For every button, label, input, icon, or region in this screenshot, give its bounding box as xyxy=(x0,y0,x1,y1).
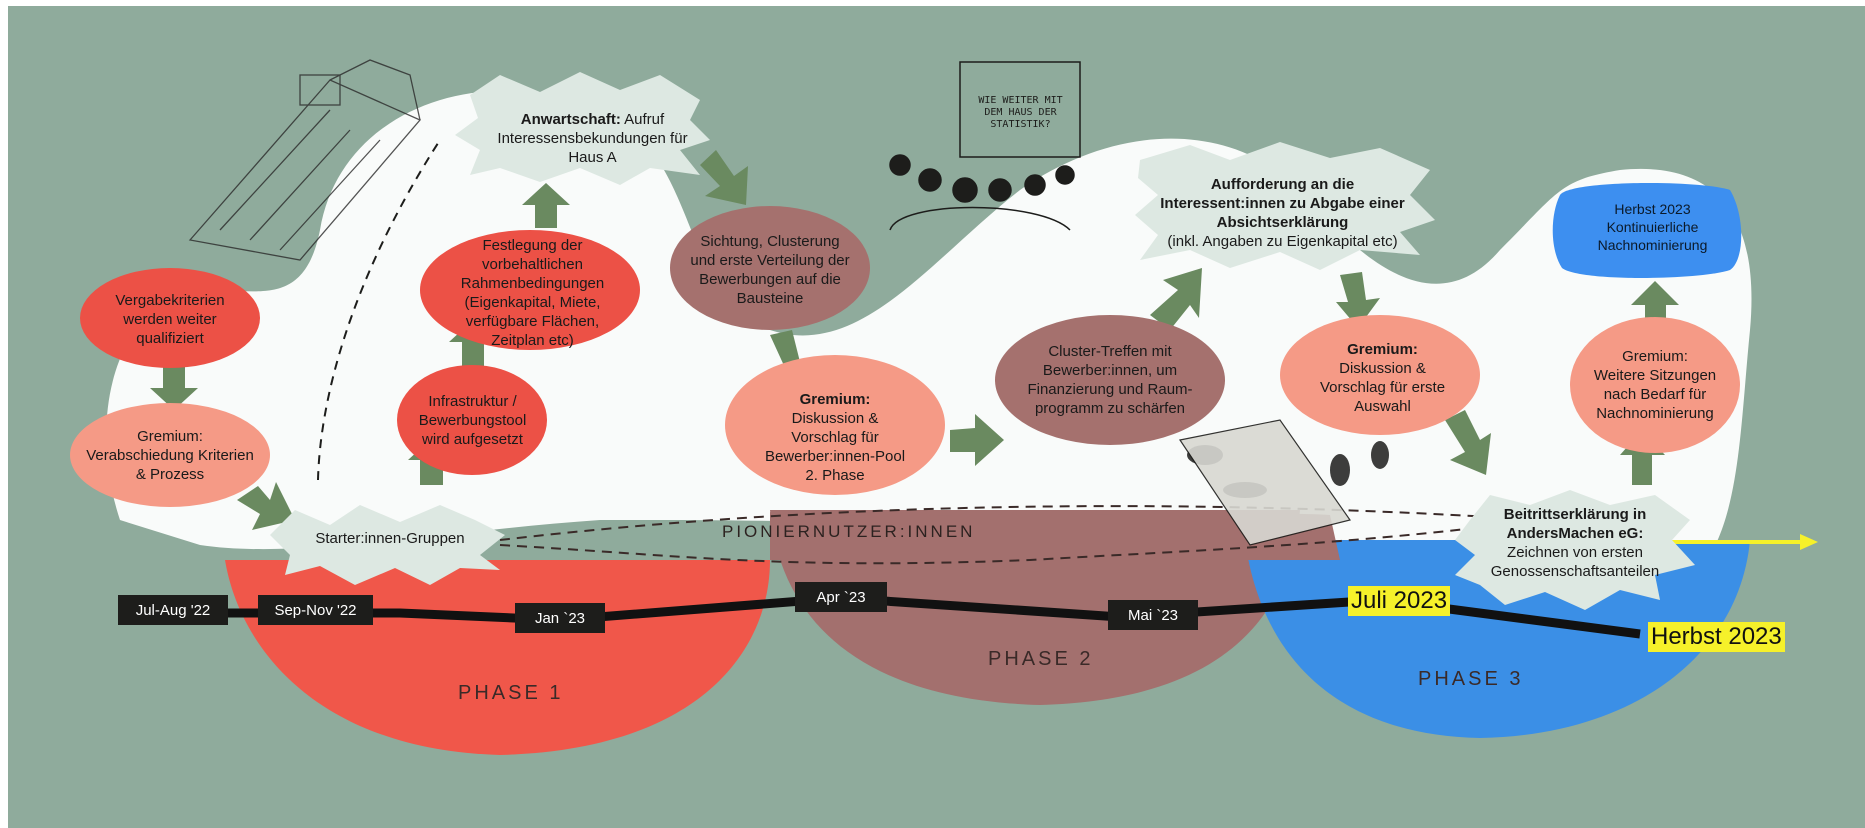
arrow-5 xyxy=(522,183,570,228)
node-sichtung: Sichtung, Clusterung und erste Verteilun… xyxy=(680,225,860,315)
highlight-herbst-2023: Herbst 2023 xyxy=(1648,622,1785,652)
node-sichtung-text: Sichtung, Clusterung und erste Verteilun… xyxy=(690,233,850,307)
node-cluster: Cluster-Treffen mit Bewerber:innen, um F… xyxy=(1005,335,1215,425)
date-mai-23: Mai `23 xyxy=(1108,600,1198,630)
node-aufforderung-text: (inkl. Angaben zu Eigenkapital etc) xyxy=(1167,232,1398,250)
highlight-juli-2023: Juli 2023 xyxy=(1348,586,1451,616)
collage-image xyxy=(1179,419,1351,546)
node-beitritt-text: Zeichnen von ersten Genossenschaftsantei… xyxy=(1490,543,1660,580)
site-sketch xyxy=(188,59,422,261)
blob-shapes xyxy=(70,72,1742,610)
phase3-label: PHASE 3 xyxy=(1418,668,1524,690)
node-vergabekriterien-text: Vergabekriterien werden weiter qualifizi… xyxy=(115,291,225,347)
phase2-label: PHASE 2 xyxy=(988,648,1094,670)
blob-infra xyxy=(397,365,547,475)
node-anwartschaft: Anwartschaft: Aufruf Interessensbekundun… xyxy=(485,100,700,170)
arrow-2 xyxy=(237,482,295,530)
blob-sichtung xyxy=(670,206,870,330)
node-gremium-pool: Gremium: Diskussion & Vorschlag für Bewe… xyxy=(750,385,920,490)
blob-anwartschaft xyxy=(455,72,710,185)
blob-festlegung xyxy=(420,230,640,350)
arrow-6 xyxy=(700,150,748,205)
node-gremium3-title: Gremium: xyxy=(1347,340,1418,358)
meeting-board-text: WIE WEITER MIT DEM HAUS DER STATISTIK? xyxy=(978,95,1063,130)
blob-beitritt xyxy=(1455,490,1695,610)
node-gremium2-title: Gremium: xyxy=(799,391,871,408)
node-beitritt-bold: Beitrittserklärung in AndersMachen eG: xyxy=(1503,505,1647,542)
node-aufforderung-bold: Aufforderung an die Interessent:innen zu… xyxy=(1160,175,1405,231)
blob-aufforderung xyxy=(1135,142,1435,270)
arrow-1 xyxy=(150,360,198,410)
dashed-line-lower xyxy=(499,519,1541,565)
arrow-8 xyxy=(950,414,1004,466)
phase1-label: PHASE 1 xyxy=(458,682,564,704)
node-gremium2-text: Diskussion & Vorschlag für Bewerber:inne… xyxy=(764,410,906,484)
node-festlegung: Festlegung der vorbehaltlichen Rahmenbed… xyxy=(430,237,635,349)
arrow-11 xyxy=(1445,410,1491,475)
node-infrastruktur: Infrastruktur / Bewerbungstool wird aufg… xyxy=(405,375,540,465)
node-herbst-text: Kontinuierliche Nachnominierung xyxy=(1597,219,1708,253)
node-anwartschaft-bold: Anwartschaft: xyxy=(520,111,621,128)
node-infrastruktur-text: Infrastruktur / Bewerbungstool wird aufg… xyxy=(418,392,527,448)
node-festlegung-text: Festlegung der vorbehaltlichen Rahmenbed… xyxy=(460,236,605,349)
blob-starter xyxy=(270,505,505,585)
node-gremium1-title: Gremium: xyxy=(137,427,203,445)
node-starter: Starter:innen-Gruppen xyxy=(275,520,505,556)
node-gremium4-title: Gremium: xyxy=(1622,348,1688,365)
node-gremium-kriterien: Gremium: Verabschiedung Kriterien & Proz… xyxy=(75,415,265,495)
blob-vergabe xyxy=(80,268,260,368)
node-herbst-nachnominierung: Herbst 2023 Kontinuierliche Nachnominier… xyxy=(1565,192,1740,262)
meeting-sketch xyxy=(889,61,1081,231)
arrow-10 xyxy=(1336,272,1380,328)
node-gremium-auswahl: Gremium: Diskussion & Vorschlag für erst… xyxy=(1300,340,1465,415)
node-vergabekriterien: Vergabekriterien werden weiter qualifizi… xyxy=(80,282,260,356)
node-gremium4-text: Weitere Sitzungen nach Bedarf für Nachno… xyxy=(1593,367,1717,422)
arrow-9 xyxy=(1150,268,1202,330)
date-jul-aug-22: Jul-Aug '22 xyxy=(118,595,228,625)
node-anwartschaft-text: Aufruf Interessensbekundungen für Haus A xyxy=(497,111,688,166)
blob-gremium2 xyxy=(725,355,945,495)
arrow-13 xyxy=(1631,281,1679,332)
blob-gremium3 xyxy=(1280,315,1480,435)
date-apr-23: Apr `23 xyxy=(795,582,887,612)
phase1-field xyxy=(225,560,770,755)
dashed-line-upper xyxy=(499,505,1541,541)
yellow-arrow-head xyxy=(1800,534,1818,550)
node-gremium1-text: Verabschiedung Kriterien & Prozess xyxy=(86,446,254,483)
blob-herbst xyxy=(1552,183,1742,278)
node-aufforderung: Aufforderung an die Interessent:innen zu… xyxy=(1145,170,1420,255)
pioniernutzer-label: PIONIERNUTZER:INNEN xyxy=(722,522,976,541)
node-beitritt: Beitrittserklärung in AndersMachen eG: Z… xyxy=(1470,500,1680,585)
node-herbst-title: Herbst 2023 xyxy=(1614,201,1691,217)
blob-gremium1 xyxy=(70,403,270,507)
date-jan-23: Jan `23 xyxy=(515,603,605,633)
node-gremium-nachnominierung: Gremium: Weitere Sitzungen nach Bedarf f… xyxy=(1580,340,1730,430)
node-cluster-text: Cluster-Treffen mit Bewerber:innen, um F… xyxy=(1027,343,1193,417)
phase2-upper xyxy=(770,512,1340,560)
blob-gremium4 xyxy=(1570,317,1740,453)
blob-cluster xyxy=(995,315,1225,445)
dashed-line-left xyxy=(317,139,441,481)
node-gremium3-text: Diskussion & Vorschlag für erste Auswahl xyxy=(1319,359,1446,415)
date-sep-nov-22: Sep-Nov '22 xyxy=(258,595,373,625)
node-starter-text: Starter:innen-Gruppen xyxy=(315,529,465,547)
